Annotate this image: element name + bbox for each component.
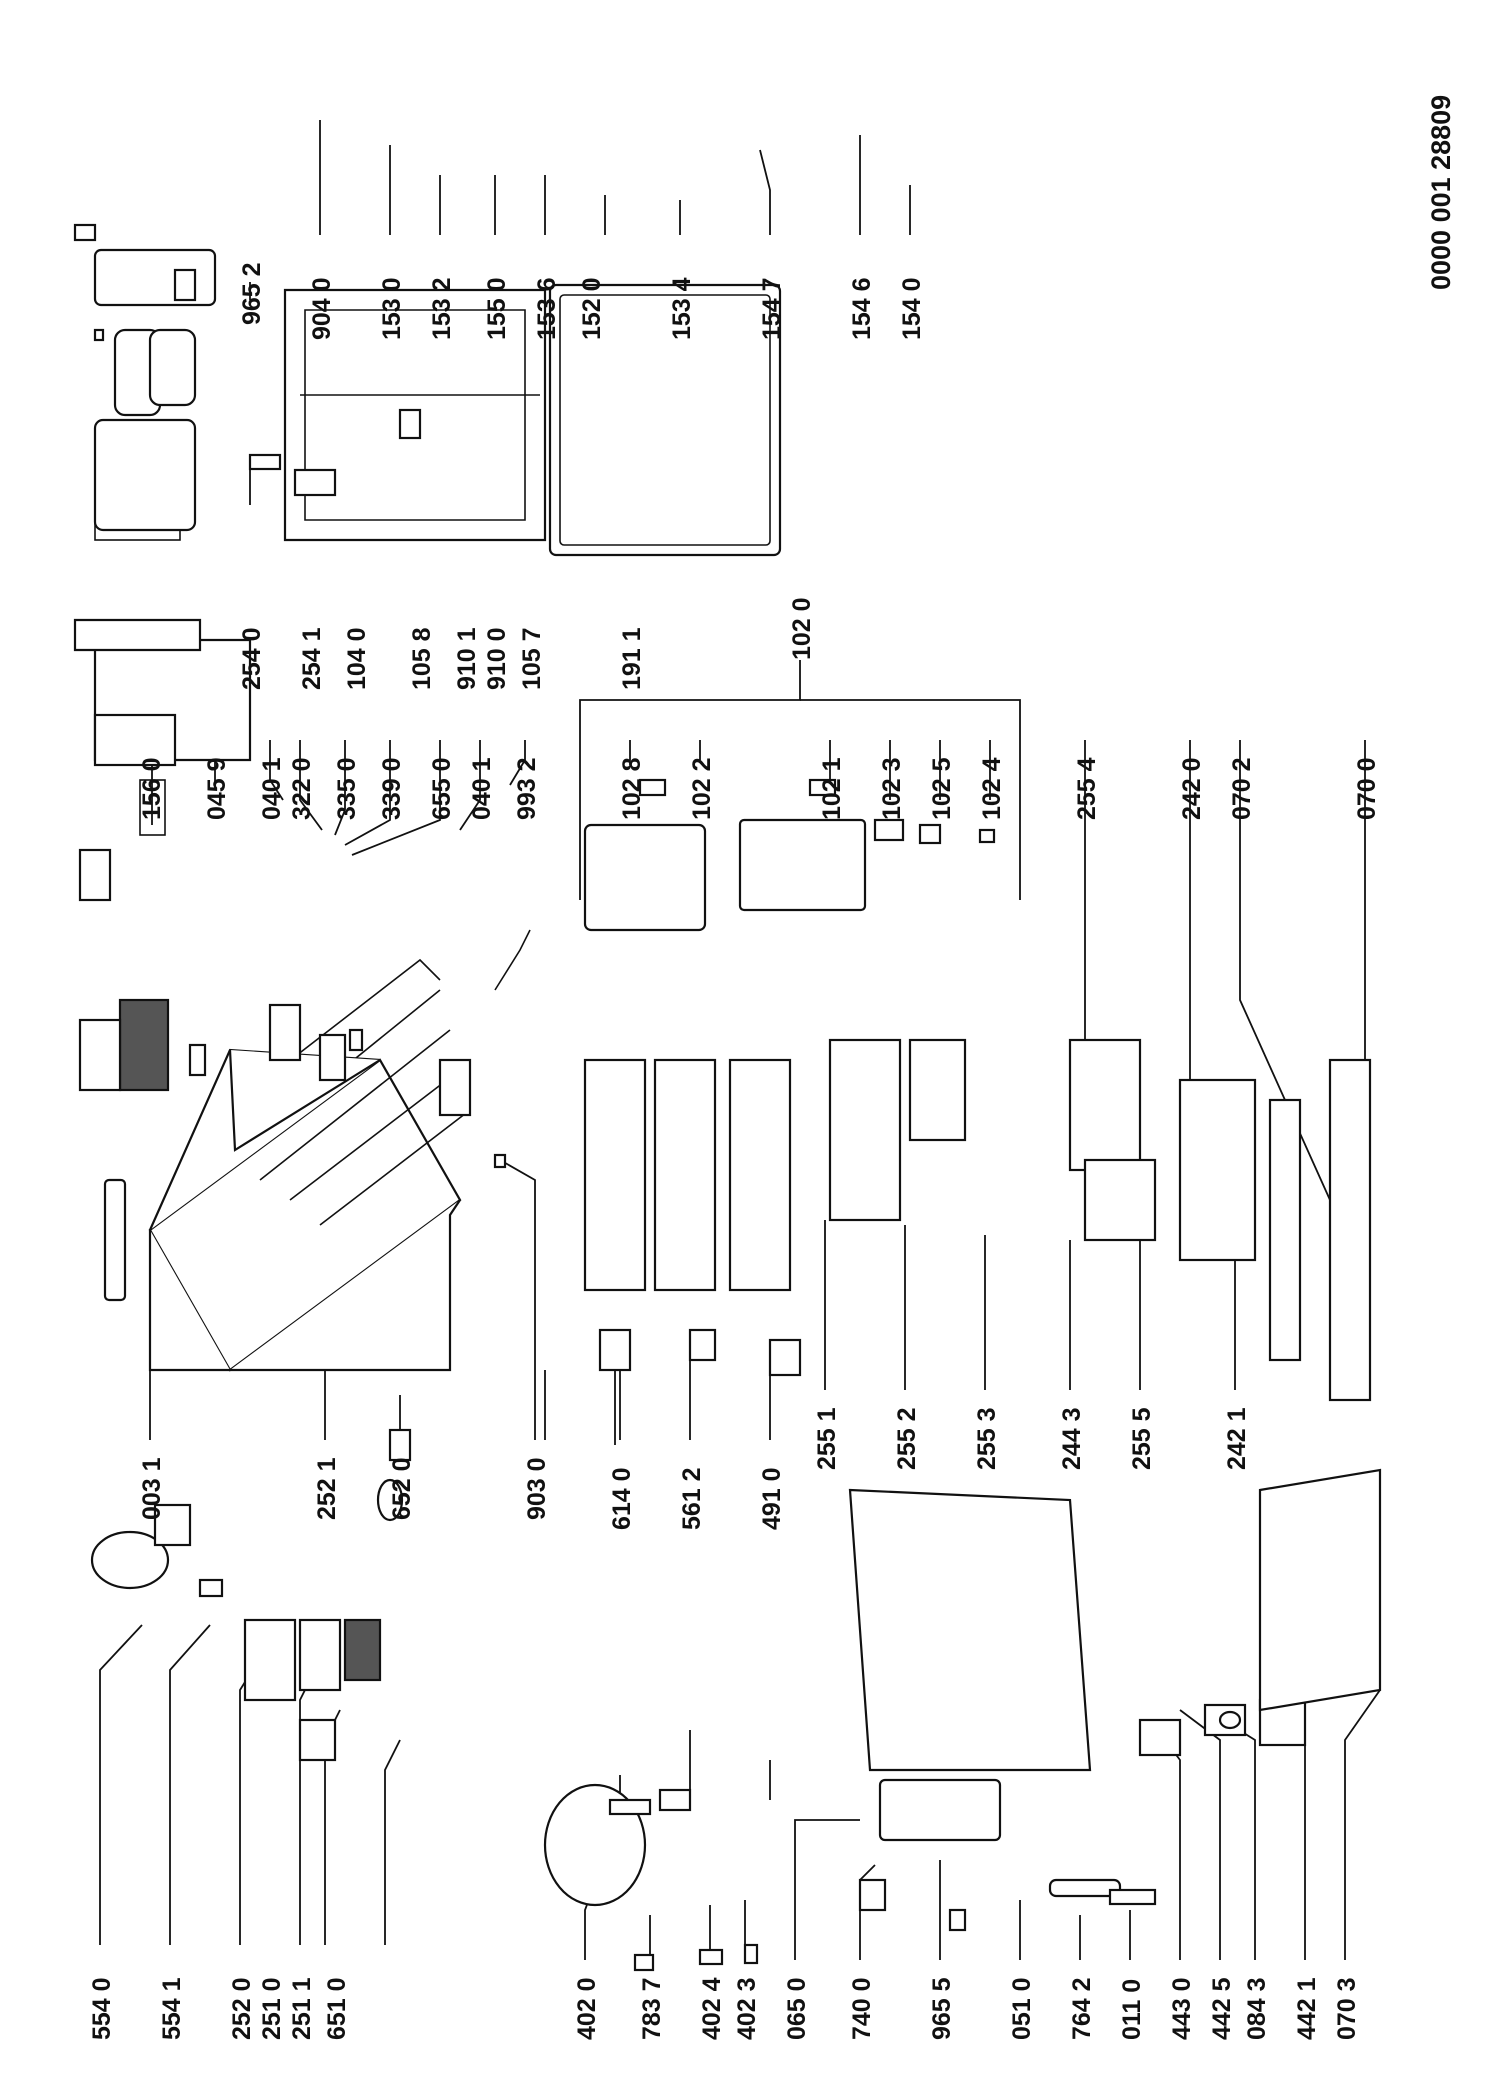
label-442-1: 442 1 xyxy=(1293,1977,1321,2040)
label-102-8: 102 8 xyxy=(618,757,646,820)
label-154-6: 154 6 xyxy=(848,277,876,340)
label-011-0: 011 0 xyxy=(1118,1979,1146,2040)
label-152-0: 152 0 xyxy=(578,277,606,340)
label-154-7: 154 7 xyxy=(758,277,786,340)
label-154-0: 154 0 xyxy=(898,277,926,340)
label-910-0: 910 0 xyxy=(483,627,511,690)
label-554-1: 554 1 xyxy=(158,1977,186,2040)
label-153-0: 153 0 xyxy=(378,277,406,340)
label-903-0: 903 0 xyxy=(523,1457,551,1520)
label-402-0: 402 0 xyxy=(573,1977,601,2040)
label-102-2: 102 2 xyxy=(688,757,716,820)
label-254-1: 254 1 xyxy=(298,627,326,690)
label-443-0: 443 0 xyxy=(1168,1977,1196,2040)
label-070-0: 070 0 xyxy=(1353,757,1381,820)
drawing-number: 0000 001 28809 xyxy=(1426,95,1456,290)
glass-shelf-3 xyxy=(728,1058,792,1292)
label-105-8: 105 8 xyxy=(408,627,436,690)
door-gasket xyxy=(548,283,782,557)
label-442-5: 442 5 xyxy=(1208,1977,1236,2040)
label-051-0: 051 0 xyxy=(1008,1977,1036,2040)
part-labels: 554 0 554 1 252 0 251 0 251 1 651 0 252 … xyxy=(88,262,1381,2040)
label-105-7: 105 7 xyxy=(518,627,546,690)
label-102-4: 102 4 xyxy=(978,757,1006,820)
label-153-4: 153 4 xyxy=(668,277,696,340)
label-255-5: 255 5 xyxy=(1128,1407,1156,1470)
label-084-3: 084 3 xyxy=(1243,1977,1271,2040)
label-252-0: 252 0 xyxy=(228,1977,256,2040)
glass-shelf-1 xyxy=(583,1058,647,1292)
label-740-0: 740 0 xyxy=(848,1977,876,2040)
label-251-1: 251 1 xyxy=(288,1977,316,2040)
label-655-0: 655 0 xyxy=(428,757,456,820)
label-102-5: 102 5 xyxy=(928,757,956,820)
label-102-3: 102 3 xyxy=(878,757,906,820)
label-561-2: 561 2 xyxy=(678,1467,706,1530)
base-pan xyxy=(848,1488,1092,1772)
label-070-2: 070 2 xyxy=(1228,757,1256,820)
label-652-0: 652 0 xyxy=(388,1457,416,1520)
crisper-cover-frame xyxy=(583,823,707,932)
label-244-3: 244 3 xyxy=(1058,1407,1086,1470)
label-764-2: 764 2 xyxy=(1068,1977,1096,2040)
label-335-0: 335 0 xyxy=(333,757,361,820)
label-491-0: 491 0 xyxy=(758,1467,786,1530)
label-070-3: 070 3 xyxy=(1333,1977,1361,2040)
label-910-1: 910 1 xyxy=(453,627,481,690)
label-104-0: 104 0 xyxy=(343,627,371,690)
label-255-4: 255 4 xyxy=(1073,757,1101,820)
label-102-0: 102 0 xyxy=(788,597,816,660)
cabinet xyxy=(148,958,471,1372)
label-402-3: 402 3 xyxy=(733,1977,761,2040)
label-045-9: 045 9 xyxy=(203,757,231,820)
label-402-4: 402 4 xyxy=(698,1977,726,2040)
top-rail xyxy=(103,1178,127,1302)
parts xyxy=(73,223,1382,1972)
label-102-1: 102 1 xyxy=(818,757,846,820)
label-322-0: 322 0 xyxy=(288,757,316,820)
label-339-0: 339 0 xyxy=(378,757,406,820)
label-040-1-b: 040 1 xyxy=(468,757,496,820)
label-040-1-a: 040 1 xyxy=(258,757,286,820)
glass-shelf-2 xyxy=(653,1058,717,1292)
label-155-0: 155 0 xyxy=(483,277,511,340)
label-065-0: 065 0 xyxy=(783,1977,811,2040)
label-255-2: 255 2 xyxy=(893,1407,921,1470)
label-904-0: 904 0 xyxy=(308,277,336,340)
label-255-1: 255 1 xyxy=(813,1407,841,1470)
label-965-2: 965 2 xyxy=(238,262,266,325)
label-783-7: 783 7 xyxy=(638,1977,666,2040)
label-252-1: 252 1 xyxy=(313,1457,341,1520)
label-156-0: 156 0 xyxy=(138,757,166,820)
label-965-5: 965 5 xyxy=(928,1977,956,2040)
label-993-2: 993 2 xyxy=(513,757,541,820)
label-255-3: 255 3 xyxy=(973,1407,1001,1470)
label-554-0: 554 0 xyxy=(88,1977,116,2040)
fan-part xyxy=(90,1530,170,1590)
label-242-0: 242 0 xyxy=(1178,757,1206,820)
label-651-0: 651 0 xyxy=(323,1977,351,2040)
label-251-0: 251 0 xyxy=(258,1977,286,2040)
label-614-0: 614 0 xyxy=(608,1467,636,1530)
label-003-1: 003 1 xyxy=(138,1457,166,1520)
label-254-0: 254 0 xyxy=(238,627,266,690)
label-153-6: 153 6 xyxy=(533,277,561,340)
label-242-1: 242 1 xyxy=(1223,1407,1251,1470)
label-191-1: 191 1 xyxy=(618,627,646,690)
label-153-2: 153 2 xyxy=(428,277,456,340)
